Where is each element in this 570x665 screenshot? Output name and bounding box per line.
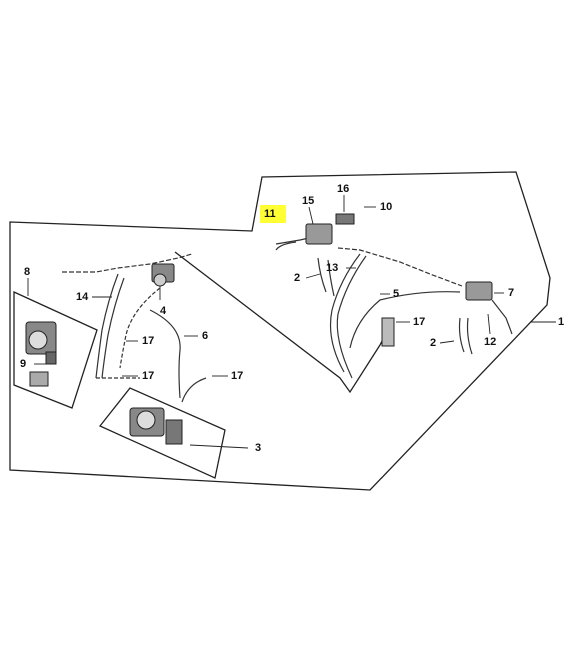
callout-8: 8 bbox=[24, 266, 31, 278]
callout-16: 16 bbox=[337, 183, 350, 195]
callout-17b: 17 bbox=[142, 370, 155, 382]
callout-11: 11 bbox=[264, 208, 276, 220]
rear-caliper-icon bbox=[25, 321, 57, 387]
front-caliper-icon bbox=[129, 407, 183, 445]
callout-17c: 17 bbox=[231, 370, 244, 382]
outer-boundary bbox=[9, 171, 551, 491]
callout-15: 15 bbox=[302, 195, 315, 207]
callout-12: 12 bbox=[484, 336, 497, 348]
left-brake-assembly bbox=[62, 253, 207, 403]
callout-14: 14 bbox=[76, 291, 89, 303]
callout-17d: 17 bbox=[413, 316, 426, 328]
callout-9: 9 bbox=[20, 358, 27, 370]
callout-5: 5 bbox=[393, 288, 400, 300]
box-8 bbox=[13, 290, 98, 409]
callout-6: 6 bbox=[202, 330, 209, 342]
callout-2a: 2 bbox=[294, 272, 301, 284]
callout-7: 7 bbox=[508, 287, 515, 299]
left-master-cylinder-icon bbox=[151, 263, 175, 287]
inner-outline bbox=[174, 251, 393, 394]
callout-2b: 2 bbox=[430, 337, 437, 349]
box-3 bbox=[98, 387, 226, 479]
callout-3: 3 bbox=[255, 442, 262, 454]
callout-10: 10 bbox=[380, 201, 393, 213]
right-master-cylinder-icon bbox=[305, 213, 493, 347]
callout-4: 4 bbox=[160, 305, 167, 317]
callout-1: 1 bbox=[558, 316, 565, 328]
callout-17a: 17 bbox=[142, 335, 155, 347]
highlight-11 bbox=[260, 205, 286, 223]
callout-13: 13 bbox=[326, 262, 339, 274]
